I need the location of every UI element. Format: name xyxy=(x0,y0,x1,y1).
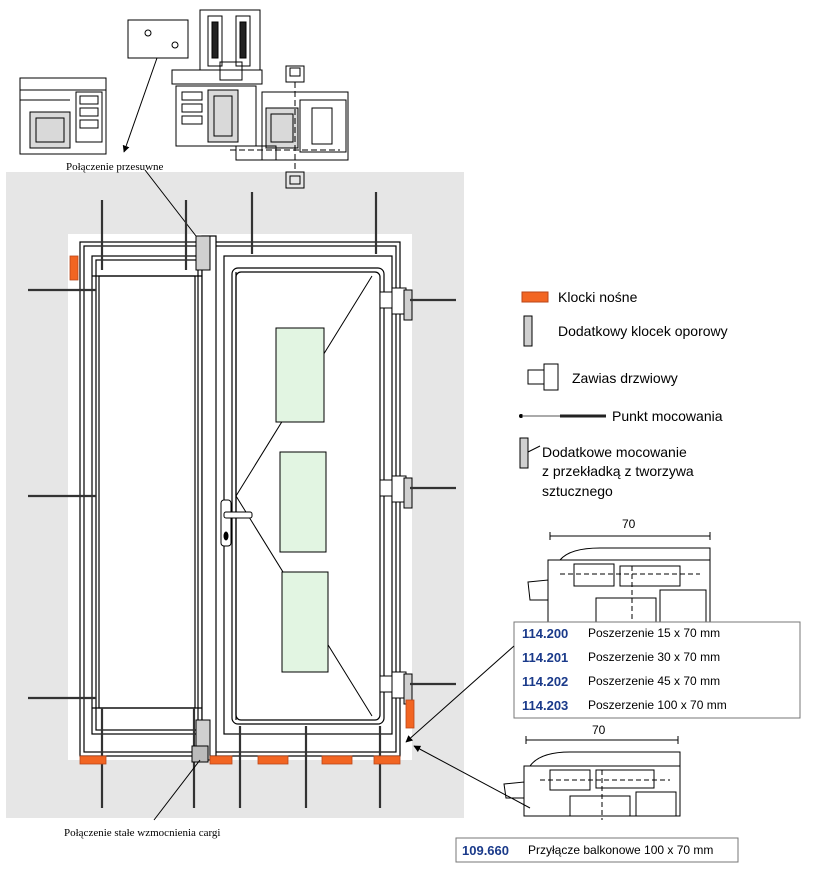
balcony-code: 109.660 xyxy=(462,843,509,858)
extension-leader-line xyxy=(405,645,515,743)
legend: Klocki nośne Dodatkowy klocek oporowy Za… xyxy=(519,289,728,499)
glass-pane-3 xyxy=(281,571,329,673)
top-section-detail xyxy=(19,9,349,189)
extension-code-4: 114.203 xyxy=(522,698,568,713)
legend-extra-block-label: Dodatkowy klocek oporowy xyxy=(558,323,728,339)
extension-desc-4: Poszerzenie 100 x 70 mm xyxy=(588,698,727,712)
legend-fixing-icon xyxy=(519,414,606,418)
door-handle xyxy=(220,499,253,547)
door-hinges xyxy=(379,287,413,705)
sliding-connection-label: Połączenie przesuwne xyxy=(66,161,164,173)
extension-code-1: 114.200 xyxy=(522,626,568,641)
legend-hinge-label: Zawias drzwiowy xyxy=(572,370,678,386)
left-fixed-panel xyxy=(91,255,203,735)
balcony-leader-line xyxy=(413,745,531,809)
extension-desc-1: Poszerzenie 15 x 70 mm xyxy=(588,626,720,640)
fixing-points-bottom xyxy=(100,708,382,808)
sliding-leader-line-2 xyxy=(144,169,197,237)
fixed-connection-hatch xyxy=(191,745,209,763)
extension-code-3: 114.202 xyxy=(522,674,568,689)
balcony-profile-detail: 70 xyxy=(503,723,681,820)
balcony-dimension-label: 70 xyxy=(592,723,606,737)
legend-extra-fixing-line3: sztucznego xyxy=(542,483,613,499)
balcony-table: 109.660 Przyłącze balkonowe 100 x 70 mm xyxy=(455,837,739,863)
legend-extra-fixing-line1: Dodatkowe mocowanie xyxy=(542,444,687,460)
legend-load-block-label: Klocki nośne xyxy=(558,289,638,305)
extension-desc-2: Poszerzenie 30 x 70 mm xyxy=(588,650,720,664)
extension-code-2: 114.201 xyxy=(522,650,568,665)
legend-extra-fixing-line2: z przekładką z tworzywa xyxy=(542,463,694,479)
fixing-points-right xyxy=(410,298,456,686)
legend-load-block-swatch xyxy=(521,291,549,303)
extension-desc-3: Poszerzenie 45 x 70 mm xyxy=(588,674,720,688)
legend-extra-fixing-icon xyxy=(519,437,541,469)
fixing-points-top xyxy=(100,192,378,270)
fixed-leader-line xyxy=(153,759,201,821)
extension-profile-detail: 70 xyxy=(527,517,711,623)
load-blocks xyxy=(69,255,415,765)
mullion xyxy=(195,235,217,761)
legend-fixing-label: Punkt mocowania xyxy=(612,408,723,424)
fixing-points-left xyxy=(28,288,96,700)
balcony-desc: Przyłącze balkonowe 100 x 70 mm xyxy=(528,843,713,857)
extension-table: 114.200 Poszerzenie 15 x 70 mm 114.201 P… xyxy=(513,621,801,719)
legend-hinge-icon xyxy=(527,363,559,391)
sliding-leader-line xyxy=(122,57,158,153)
glass-pane-2 xyxy=(279,451,327,553)
extension-dimension-label: 70 xyxy=(622,517,636,531)
glass-pane-1 xyxy=(275,327,325,423)
legend-extra-block-swatch xyxy=(523,315,533,347)
fixed-connection-label: Połączenie stałe wzmocnienia cargi xyxy=(64,827,220,839)
